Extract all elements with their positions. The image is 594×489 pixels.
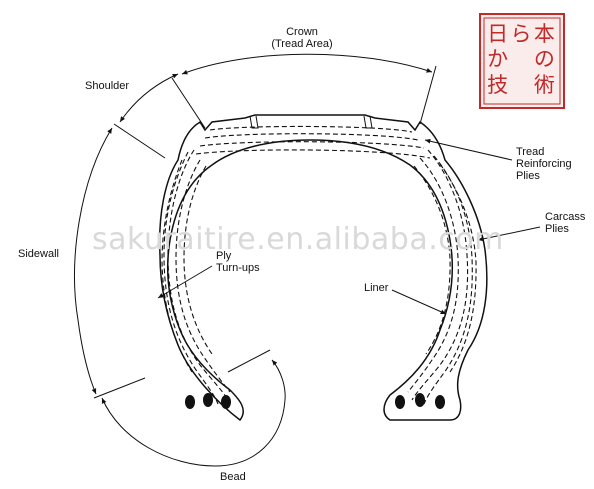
label-carcass: Carcass Plies	[545, 211, 585, 235]
extension-lines	[93, 65, 437, 399]
label-liner: Liner	[364, 282, 388, 294]
stamp-char: 術	[533, 72, 555, 97]
label-crown: Crown (Tread Area)	[262, 26, 342, 50]
label-bead-text: Bead	[220, 471, 246, 483]
tread-groove-right	[363, 115, 373, 129]
label-sidewall: Sidewall	[18, 248, 59, 260]
label-shoulder-text: Shoulder	[85, 80, 130, 92]
label-carcass-line1: Carcass	[545, 211, 586, 223]
label-crown-line1: Crown	[286, 26, 318, 38]
label-tread-line2: Reinforcing	[516, 158, 572, 170]
label-liner-text: Liner	[364, 282, 389, 294]
stamp-seal	[479, 13, 565, 109]
stamp-char: か	[487, 47, 509, 72]
stamp-char	[509, 73, 532, 98]
label-leaders	[157, 138, 541, 315]
stamp-characters: 日 か 技 ら 本 の 術	[486, 22, 556, 98]
stamp-char: の	[533, 47, 555, 72]
label-ply-turnups: Ply Turn-ups	[216, 250, 260, 274]
label-sidewall-text: Sidewall	[18, 248, 59, 260]
tread-groove-left	[249, 115, 259, 129]
bead-arc	[101, 359, 286, 467]
stamp-char: ら	[510, 22, 532, 46]
sidewall-arc	[74, 127, 113, 395]
label-shoulder: Shoulder	[85, 80, 129, 92]
stamp-char	[509, 47, 532, 72]
tire-outline	[158, 114, 488, 422]
stamp-char: 本	[533, 22, 555, 46]
label-carcass-line2: Plies	[545, 223, 569, 235]
ply-lines	[161, 125, 477, 405]
crown-arc	[181, 53, 433, 75]
label-crown-line2: (Tread Area)	[271, 38, 333, 50]
label-tread-line3: Plies	[516, 170, 540, 182]
label-ply-line1: Ply	[216, 250, 232, 262]
bead-wires-right	[395, 393, 445, 409]
label-tread: Tread Reinforcing Plies	[516, 146, 572, 182]
label-ply-line2: Turn-ups	[216, 262, 260, 274]
label-bead: Bead	[220, 471, 246, 483]
stamp-char: 日	[487, 22, 509, 46]
label-tread-line1: Tread	[516, 146, 545, 158]
shoulder-arc	[119, 73, 179, 123]
stamp-char: 技	[487, 72, 509, 97]
watermark-text: sakuraitire.en.alibaba.com	[92, 222, 504, 257]
